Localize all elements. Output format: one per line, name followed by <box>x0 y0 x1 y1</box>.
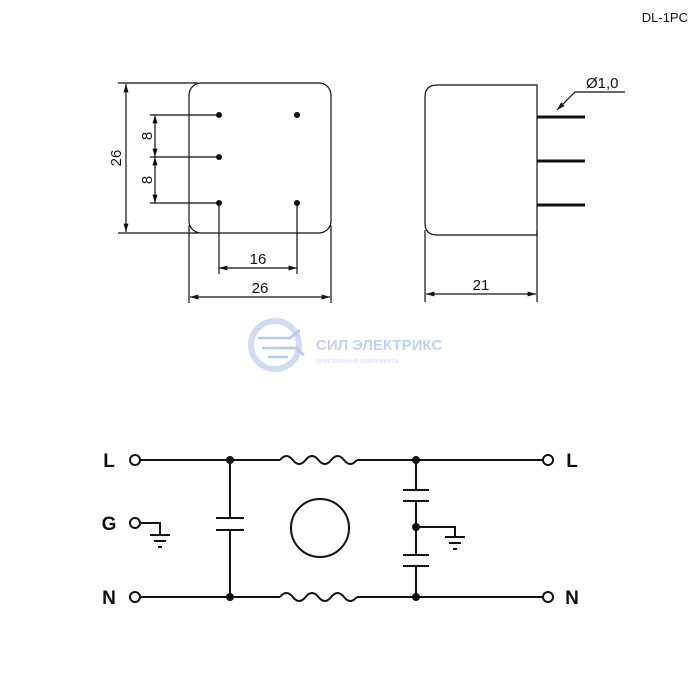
body-outline <box>188 82 332 234</box>
dim-width: 26 <box>252 280 269 297</box>
junctions <box>226 456 420 601</box>
ground-icon <box>140 522 170 548</box>
watermark-logo: СИЛ ЭЛЕКТРИКС электронные компоненты <box>248 318 442 372</box>
side-pins <box>537 115 585 207</box>
terminal-label-l-in: L <box>103 451 115 472</box>
terminal-label-l-out: L <box>566 451 578 472</box>
front-view: 8 8 26 16 26 <box>108 82 332 303</box>
inductor-line <box>279 455 358 465</box>
dim-depth: 21 <box>473 277 490 294</box>
core-symbol <box>290 498 350 558</box>
dim-height: 26 <box>108 150 125 167</box>
schematic: L G N L N <box>102 451 579 609</box>
capacitor-x <box>216 460 244 597</box>
dim-pin-spacing: 16 <box>250 251 267 268</box>
pins <box>216 112 300 206</box>
svg-text:электронные компоненты: электронные компоненты <box>316 358 400 365</box>
terminal-label-n-in: N <box>102 588 116 609</box>
dim-pitch-1: 8 <box>139 132 156 140</box>
side-view: Ø1,0 21 <box>424 75 625 302</box>
terminal-label-n-out: N <box>565 588 579 609</box>
terminal-label-g: G <box>102 514 117 535</box>
side-outline <box>424 84 538 236</box>
dim-pitch-2: 8 <box>139 176 156 184</box>
svg-text:СИЛ ЭЛЕКТРИКС: СИЛ ЭЛЕКТРИКС <box>316 337 442 354</box>
inductor-neutral <box>279 592 358 602</box>
model-label: DL-1PC <box>642 10 688 25</box>
ground-icon <box>416 526 465 550</box>
dim-pin-diameter: Ø1,0 <box>586 75 619 92</box>
